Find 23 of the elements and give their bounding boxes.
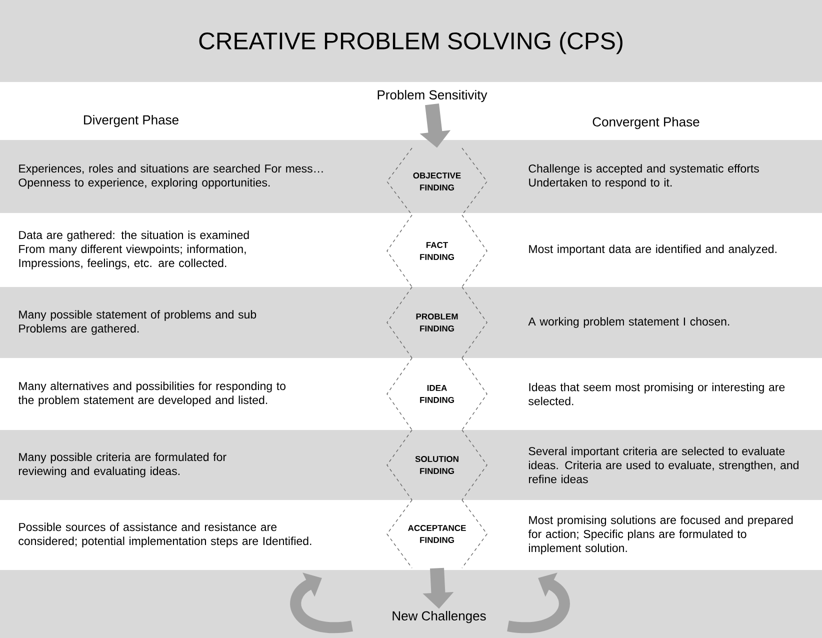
description-text: Several important criteria are selected to evaluate ideas. Criteria are used to evaluate, strengthen, and refine ideas [528,446,798,484]
stage-hexagon: ACCEPTANCE FINDING [386,500,488,568]
phase-heading: Convergent Phase [592,116,700,130]
description-text: Many alternatives and possibilities for responding to the problem statement are developed and listed. [18,382,286,406]
description-text: Data are gathered: the situation is examined From many different viewpoints; information, Impressions, feelings, etc. are collected. [19,230,249,270]
description-text: Experiences, roles and situations are searched For mess… Openness to experience, exploring opportunities. [18,164,323,189]
description-text: Many possible criteria are formulated for reviewing and evaluating ideas. [18,452,226,478]
phase-heading: Divergent Phase [84,114,178,128]
stage-hexagon: IDEA FINDING [386,358,488,430]
description-text: Many possible statement of problems and sub Problems are gathered. [19,310,256,335]
description-text: A working problem statement I chosen. [528,317,730,328]
stage-hexagon: SOLUTION FINDING [386,430,488,500]
description-text: Possible sources of assistance and resistance are considered; potential implementation steps are Identified. [18,522,312,548]
description-text: Most promising solutions are focused and prepared for action; Specific plans are formulated to implement solution. [528,516,793,554]
stage-hexagon: PROBLEM FINDING [386,286,488,358]
description-text: Ideas that seem most promising or interesting are selected. [528,382,785,406]
description-text: Challenge is accepted and systematic efforts Undertaken to respond to it. [528,164,759,189]
stage-hexagon: FACT FINDING [386,214,488,288]
title-banner: CREATIVE PROBLEM SOLVING (CPS) [0,0,822,82]
stage-label: Problem Sensitivity [378,90,488,102]
stage-hexagon: OBJECTIVE FINDING [386,148,488,216]
stage-label: New Challenges [392,610,486,624]
description-text: Most important data are identified and analyzed. [529,244,776,256]
